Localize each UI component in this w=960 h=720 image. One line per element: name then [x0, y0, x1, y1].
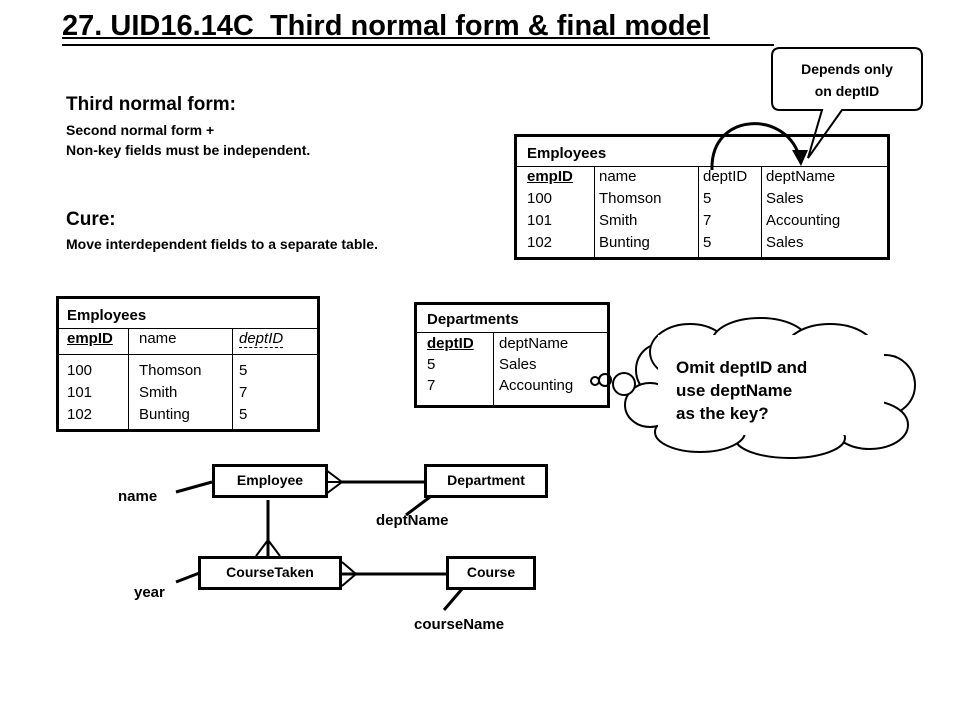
- dependency-arrowhead: [792, 150, 808, 166]
- entity-department: Department: [424, 464, 548, 498]
- col-divider: [232, 329, 233, 429]
- cure-heading: Cure:: [66, 209, 116, 230]
- col-divider: [698, 167, 699, 257]
- crowfoot-dept-b: [325, 481, 343, 495]
- table-original-employees: Employees empID name deptID deptName 100…: [514, 134, 890, 260]
- attribute-name: name: [118, 488, 158, 505]
- col-divider: [128, 329, 129, 429]
- page-title: 27. UID16.14C Third normal form & final …: [62, 10, 710, 42]
- entity-course: Course: [446, 556, 536, 590]
- attr-line-coursename: [442, 588, 464, 611]
- cell: Sales: [499, 356, 537, 373]
- cell: 102: [527, 234, 553, 251]
- attr-line-deptname: [405, 495, 431, 517]
- crowfoot-dept-a: [325, 469, 343, 483]
- attr-line-year: [175, 570, 203, 584]
- header-deptid: deptID: [239, 330, 284, 348]
- cell: Thomson: [599, 190, 662, 207]
- cell: Bunting: [599, 234, 650, 251]
- title-underline: [62, 44, 774, 46]
- cell: Bunting: [139, 406, 190, 423]
- table-name: Departments: [427, 311, 519, 328]
- attribute-deptname: deptName: [376, 512, 449, 529]
- crowfoot-course-b: [341, 573, 357, 587]
- header-name: name: [599, 168, 637, 185]
- cell: 100: [67, 362, 93, 379]
- table-header-divider: [517, 166, 887, 167]
- col-divider: [761, 167, 762, 257]
- attribute-coursename: courseName: [414, 616, 505, 633]
- header-deptname: deptName: [766, 168, 836, 185]
- table-header-divider: [417, 332, 607, 333]
- table-header-divider: [59, 328, 317, 329]
- table-departments: Departments deptID deptName 5 Sales 7 Ac…: [414, 302, 610, 408]
- dependency-arrow: [710, 122, 802, 171]
- cell: Thomson: [139, 362, 202, 379]
- table-employees: Employees empID name deptID 100 Thomson …: [56, 296, 320, 432]
- cell: 7: [703, 212, 712, 229]
- entity-employee: Employee: [212, 464, 328, 498]
- thought-line-3: as the key?: [676, 404, 769, 423]
- thought-cloud-text: Omit deptID and use deptName as the key?: [676, 356, 807, 425]
- header-deptid: deptID: [703, 168, 748, 185]
- cell: 100: [527, 190, 553, 207]
- cell: Accounting: [499, 377, 574, 394]
- table-name: Employees: [67, 307, 147, 324]
- cell: Accounting: [766, 212, 841, 229]
- crowfoot-ct-b: [267, 539, 281, 557]
- header-name: name: [139, 330, 177, 347]
- cell: Smith: [139, 384, 178, 401]
- thought-dot-large: [612, 372, 636, 396]
- crowfoot-course-a: [341, 561, 357, 575]
- cell: 102: [67, 406, 93, 423]
- cell: 5: [239, 406, 248, 423]
- thought-line-2: use deptName: [676, 381, 793, 400]
- speech-line-2: on deptID: [814, 83, 880, 99]
- col-divider: [493, 333, 494, 405]
- thought-line-1: Omit deptID and: [676, 358, 808, 377]
- cell: 5: [703, 234, 712, 251]
- attribute-year: year: [134, 584, 165, 601]
- cell: 5: [239, 362, 248, 379]
- header-empid: empID: [67, 330, 113, 347]
- header-empid: empID: [527, 168, 573, 185]
- cell: Sales: [766, 190, 804, 207]
- third-normal-form-heading: Third normal form:: [66, 94, 236, 115]
- cell: 5: [427, 356, 436, 373]
- speech-line-1: Depends only: [801, 61, 893, 77]
- cell: Sales: [766, 234, 804, 251]
- table-name: Employees: [527, 145, 607, 162]
- intro-line-1: Second normal form +: [66, 122, 215, 138]
- cell: 101: [67, 384, 93, 401]
- cell: 7: [427, 377, 436, 394]
- cell: 7: [239, 384, 248, 401]
- crowfoot-ct-a: [255, 539, 269, 557]
- col-divider: [594, 167, 595, 257]
- cell: 101: [527, 212, 553, 229]
- intro-line-2: Non-key fields must be independent.: [66, 142, 311, 158]
- entity-coursetaken: CourseTaken: [198, 556, 342, 590]
- thought-dot-small: [590, 376, 600, 386]
- table-header-divider: [59, 354, 317, 355]
- attr-line-name: [175, 480, 213, 494]
- cell: 5: [703, 190, 712, 207]
- cure-line: Move interdependent fields to a separate…: [66, 236, 378, 252]
- header-deptname: deptName: [499, 335, 569, 352]
- speech-bubble-text: Depends only on deptID: [772, 58, 922, 102]
- header-deptid: deptID: [427, 335, 474, 352]
- cell: Smith: [599, 212, 638, 229]
